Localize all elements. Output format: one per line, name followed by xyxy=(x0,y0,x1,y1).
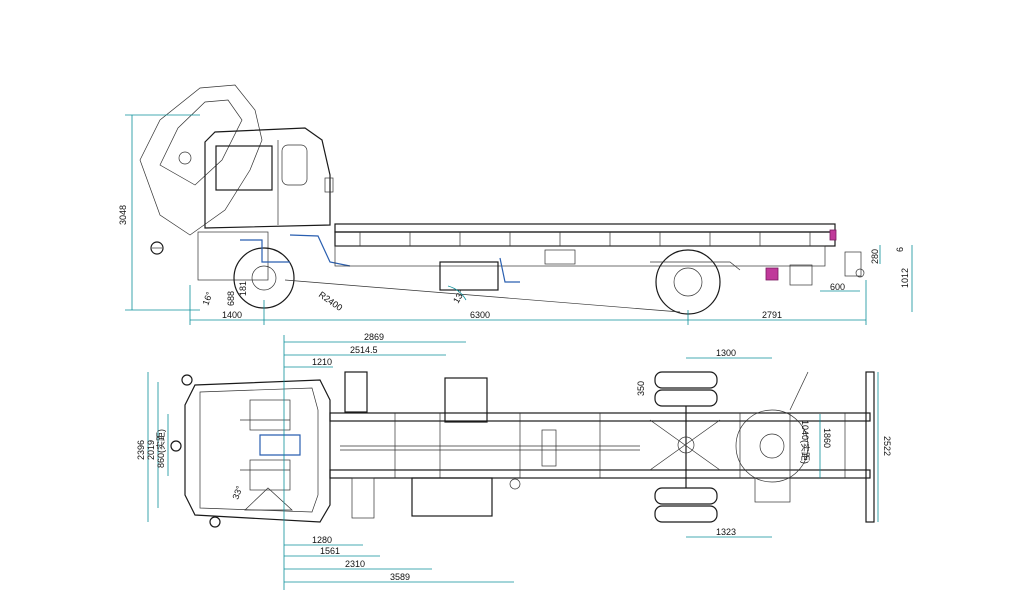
front-wheel xyxy=(233,247,295,309)
dim-1040: 1040(实距) xyxy=(800,420,811,464)
dim-2522: 2522 xyxy=(882,436,892,456)
dim-radius: R2400 xyxy=(317,289,344,312)
dim-1561: 1561 xyxy=(320,546,340,556)
top-view xyxy=(170,371,875,528)
dim-width-2019: 2019 xyxy=(146,440,156,460)
side-view xyxy=(139,84,865,315)
cab-body xyxy=(204,127,331,229)
rear-wheel xyxy=(655,249,721,315)
dim-1280: 1280 xyxy=(312,535,332,545)
dim-688: 688 xyxy=(226,291,236,306)
dim-rear-6: 6 xyxy=(895,247,905,252)
dim-1323: 1323 xyxy=(716,527,736,537)
tow-hook xyxy=(855,268,865,278)
rear-bumper xyxy=(865,371,875,523)
dim-1300: 1300 xyxy=(716,348,736,358)
dim-rear-280: 280 xyxy=(870,249,880,264)
dim-181: 181 xyxy=(238,281,248,296)
dim-2514: 2514.5 xyxy=(350,345,378,355)
dim-1210: 1210 xyxy=(312,357,332,367)
rear-tire-2 xyxy=(654,389,718,407)
top-dimensions: 2869 2514.5 1210 1300 350 2396 2019 860(… xyxy=(136,332,892,590)
dim-rear-overhang: 2791 xyxy=(762,310,782,320)
dim-1860: 1860 xyxy=(822,428,832,448)
dim-front-overhang: 1400 xyxy=(222,310,242,320)
dim-height-total: 3048 xyxy=(118,205,128,225)
cab-window xyxy=(215,145,273,191)
fuel-tank-side xyxy=(439,261,499,291)
rear-tire-3 xyxy=(654,487,718,505)
dim-angle-top: 33° xyxy=(230,484,244,501)
dim-width-2396: 2396 xyxy=(136,440,146,460)
tilted-cab-window xyxy=(159,99,243,186)
spare-tire xyxy=(735,409,809,483)
frame-rail-top xyxy=(334,223,836,233)
battery-box xyxy=(344,371,368,413)
tilted-cab-outline xyxy=(139,84,263,236)
rear-tire-1 xyxy=(654,371,718,389)
reference-circle xyxy=(150,241,164,255)
dim-width-860: 860(实距) xyxy=(155,429,166,468)
dim-tow-offset: 600 xyxy=(830,282,845,292)
air-tank xyxy=(444,377,488,423)
engine-block xyxy=(197,231,269,281)
reference-circle-top xyxy=(170,440,182,452)
rear-marker xyxy=(765,267,779,281)
dim-350: 350 xyxy=(636,381,646,396)
cab-plan xyxy=(184,379,331,523)
dim-2310: 2310 xyxy=(345,559,365,569)
side-dimensions: 3048 1400 6300 2791 1012 280 6 600 16° 6… xyxy=(118,114,913,325)
dim-angle-front: 16° xyxy=(200,290,214,307)
dim-wheelbase: 6300 xyxy=(470,310,490,320)
steering-cone xyxy=(244,487,293,511)
dim-frame-height: 1012 xyxy=(900,268,910,288)
fuel-tank-top xyxy=(411,477,493,517)
rear-tire-4 xyxy=(654,505,718,523)
dim-2869: 2869 xyxy=(364,332,384,342)
cab-door-window xyxy=(281,144,308,186)
dim-3589: 3589 xyxy=(390,572,410,582)
